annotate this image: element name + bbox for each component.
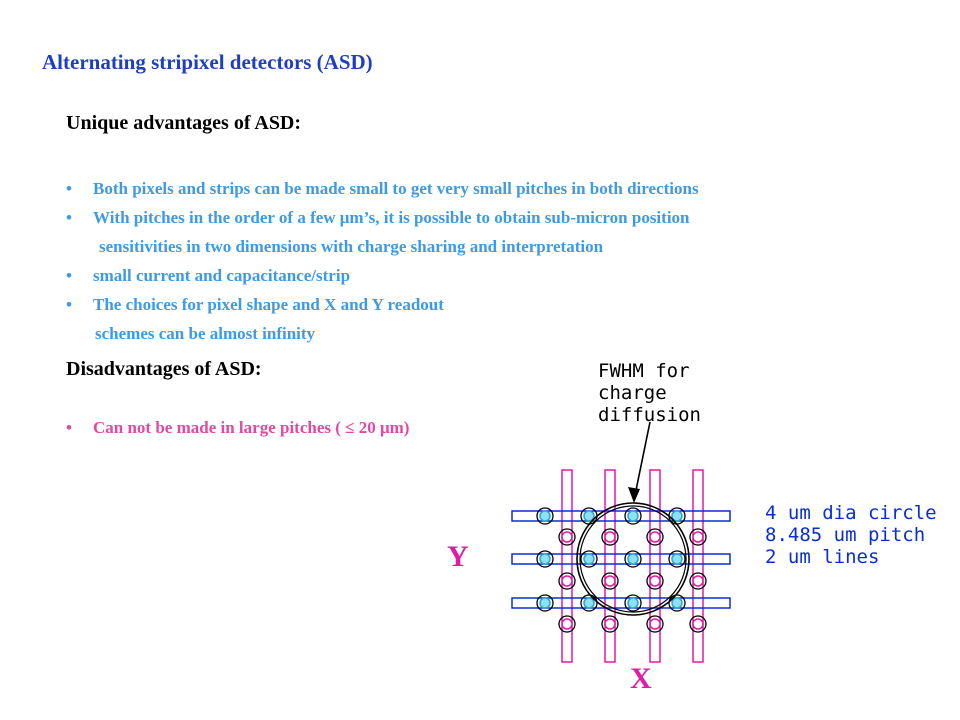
x-strip [604,469,616,663]
x-pixel [649,531,661,543]
fwhm-line: FWHM for [598,360,690,382]
x-pixel-ring [646,528,664,546]
x-pixel [561,618,573,630]
y-pixel-ring [624,550,642,568]
y-pixel-ring [580,550,598,568]
y-pixel [539,510,551,522]
x-pixel-ring [601,572,619,590]
y-pixel-ring [536,594,554,612]
slide-title: Alternating stripixel detectors (ASD) [42,50,373,74]
bullet-icon: • [66,179,72,198]
bullet-icon: • [66,295,72,314]
advantages-heading: Unique advantages of ASD: [66,112,302,134]
y-pixel [583,553,595,565]
list-item: • Can not be made in large pitches ( ≤ 20… [66,413,409,442]
bullet-text: small current and capacitance/strip [93,266,351,285]
x-pixel-ring [558,528,576,546]
x-pixel-ring [646,572,664,590]
spec-line: 2 um lines [765,546,880,568]
bullet-text-continued: schemes can be almost infinity [95,324,316,343]
y-pixel-ring [580,594,598,612]
y-pixel [583,597,595,609]
y-pixel-ring [668,550,686,568]
y-pixel-ring [624,507,642,525]
x-strip [649,469,661,663]
x-pixel-ring [689,615,707,633]
x-pixel [692,618,704,630]
y-pixel-ring [624,594,642,612]
x-pixel-ring [646,615,664,633]
x-pixel [561,531,573,543]
y-pixel-ring [668,594,686,612]
x-pixel [692,575,704,587]
x-strip [561,469,573,663]
x-pixel [604,531,616,543]
fwhm-arrow-head [628,487,640,503]
x-axis-label: X [630,662,652,695]
x-pixel [604,618,616,630]
fwhm-annotation: FWHM for charge diffusion [598,360,701,426]
bullet-icon: • [66,208,72,227]
disadvantages-heading: Disadvantages of ASD: [66,358,262,380]
advantages-list: • Both pixels and strips can be made smal… [66,174,699,348]
spec-line: 8.485 um pitch [765,524,926,546]
bullet-icon: • [66,266,72,285]
list-item: • The choices for pixel shape and X and Y… [66,290,699,348]
charge-diffusion-circle [576,502,690,616]
bullet-text: Both pixels and strips can be made small… [93,179,699,198]
x-pixel [649,575,661,587]
y-pixel [627,510,639,522]
bullet-text: Can not be made in large pitches ( ≤ 20 … [93,418,410,437]
spec-line: 4 um dia circle [765,502,937,524]
list-item: • small current and capacitance/strip [66,261,699,290]
y-pixel [627,597,639,609]
list-item: • With pitches in the order of a few μm’s… [66,203,699,261]
y-pixel [671,597,683,609]
x-pixel-ring [601,615,619,633]
bullet-text-continued: sensitivities in two dimensions with cha… [99,237,604,256]
x-pixel [604,575,616,587]
fwhm-line: diffusion [598,404,701,426]
disadvantages-list: • Can not be made in large pitches ( ≤ 20… [66,413,409,442]
x-pixel-ring [558,572,576,590]
x-strip [692,469,704,663]
spec-annotation: 4 um dia circle 8.485 um pitch 2 um line… [765,502,937,568]
x-pixel [649,618,661,630]
y-axis-label: Y [447,540,469,573]
charge-diffusion-circle-inner [579,505,687,613]
y-strip [511,597,731,609]
y-strip [511,553,731,565]
x-pixel [561,575,573,587]
x-pixel [692,531,704,543]
y-pixel-ring [536,507,554,525]
x-pixel-ring [558,615,576,633]
bullet-text: The choices for pixel shape and X and Y … [93,295,444,314]
y-pixel [539,597,551,609]
x-pixel-ring [689,572,707,590]
bullet-icon: • [66,418,72,437]
y-pixel-ring [536,550,554,568]
fwhm-line: charge [598,382,667,404]
y-pixel [671,553,683,565]
list-item: • Both pixels and strips can be made smal… [66,174,699,203]
y-pixel [671,510,683,522]
y-pixel [539,553,551,565]
y-strip [511,510,731,522]
bullet-text: With pitches in the order of a few μm’s,… [93,208,690,227]
x-pixel-ring [689,528,707,546]
y-pixel [583,510,595,522]
x-pixel-ring [601,528,619,546]
y-pixel [627,553,639,565]
fwhm-arrow-line [633,421,651,501]
